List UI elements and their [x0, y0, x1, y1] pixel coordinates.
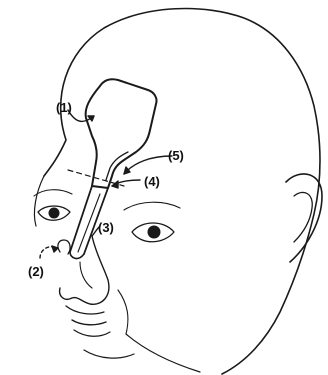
- left-eye-pupil: [49, 208, 60, 219]
- nose-bridge: [80, 262, 92, 288]
- label-5: (5): [168, 148, 184, 163]
- label-2: (2): [28, 264, 44, 279]
- nostril: [58, 240, 70, 254]
- lower-lip: [74, 330, 110, 336]
- cannula-bag: [86, 79, 157, 188]
- cannula-tube-tip: [70, 252, 84, 258]
- leader-2-head: [52, 246, 58, 252]
- temple-contour: [34, 176, 44, 226]
- upper-lip: [66, 306, 104, 314]
- nose: [60, 236, 109, 304]
- leader-5: [124, 156, 172, 174]
- leader-4-head: [112, 181, 118, 188]
- right-eye-pupil: [148, 226, 161, 239]
- head-outline: [44, 9, 320, 374]
- mouth-line: [72, 320, 106, 325]
- label-3: (3): [98, 220, 114, 235]
- left-eyebrow: [34, 190, 72, 196]
- label-4: (4): [144, 174, 160, 189]
- jaw-line: [126, 334, 200, 372]
- label-1: (1): [56, 100, 72, 115]
- right-eyebrow: [124, 202, 180, 210]
- chin: [84, 350, 134, 358]
- cannula-tube-inner: [78, 194, 100, 252]
- leader-1-head: [88, 116, 94, 121]
- cheek-fold: [118, 290, 128, 334]
